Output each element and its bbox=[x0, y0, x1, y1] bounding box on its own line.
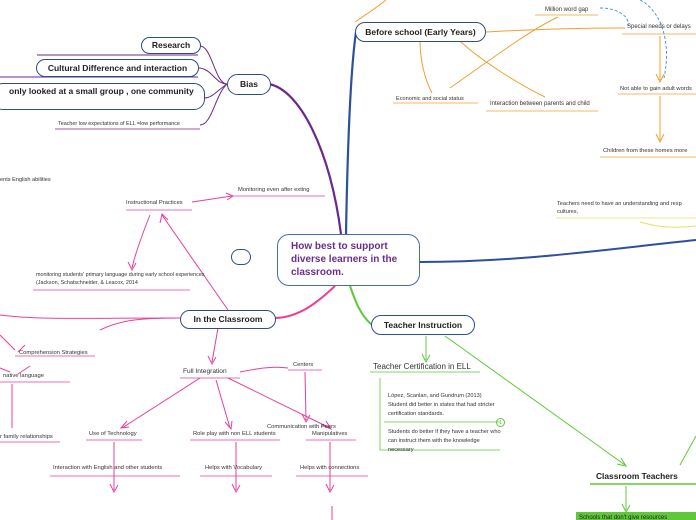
empty-topic-node[interactable] bbox=[231, 249, 251, 265]
classroom-teachers-text: Classroom Teachers bbox=[596, 471, 678, 481]
full-integration-text: Full Integration bbox=[183, 368, 227, 375]
helps-vocabulary-text: Helps with Vocabulary bbox=[205, 465, 263, 471]
teacher-certification-text: Teacher Certification in ELL bbox=[373, 362, 471, 371]
economic-status-text: Economic and social status bbox=[396, 96, 464, 102]
note-badge[interactable]: 1 bbox=[496, 418, 505, 427]
cultural-difference-node[interactable]: Cultural Difference and interaction bbox=[36, 59, 199, 77]
role-play-text: Role play with non ELL students bbox=[193, 431, 276, 437]
english-abilities-text: ents English abilities bbox=[0, 177, 51, 183]
native-language-text: native language bbox=[3, 373, 44, 379]
special-needs-text: Special needs or delays bbox=[627, 24, 691, 30]
instructional-practices-text: Instructional Practices bbox=[126, 200, 183, 206]
teacher-instruction-node[interactable]: Teacher Instruction bbox=[371, 315, 475, 335]
monitoring-even-after-text: Monitoring even after exting bbox=[238, 187, 310, 193]
bias-node[interactable]: Bias bbox=[227, 74, 271, 95]
central-topic[interactable]: How best to support diverse learners in … bbox=[277, 234, 420, 286]
teachers-need-text: Teachers need to have an understanding a… bbox=[557, 201, 682, 207]
centers-text: Centers bbox=[293, 362, 314, 368]
manipulatives-text: Manipulatives bbox=[312, 431, 348, 437]
children-homes-text: Children from these homes more bbox=[603, 148, 688, 154]
monitoring-primary-language-text: monitoring students' primary language du… bbox=[36, 272, 205, 286]
in-classroom-node[interactable]: In the Classroom bbox=[180, 310, 276, 329]
communication-peers-text: Communication with Peers bbox=[267, 424, 336, 430]
use-technology-text: Use of Technology bbox=[89, 431, 137, 437]
lopez-study-text: López, Scanlan, and Gundrum (2013) Stude… bbox=[388, 393, 495, 417]
interaction-english-text: Interaction with English and other stude… bbox=[53, 465, 163, 471]
teacher-low-expectations-text: Teacher low expectations of ELL =low per… bbox=[58, 121, 180, 127]
cultures-text: cultures, bbox=[557, 209, 579, 215]
comprehension-strategies-text: Comprehension Strategies bbox=[19, 350, 88, 356]
family-relationships-text: r family relationships bbox=[0, 434, 53, 440]
schools-resources-node[interactable]: Schools that don't give resources bbox=[576, 512, 696, 520]
not-able-adult-words-text: Not able to gain adult words bbox=[620, 86, 692, 92]
interaction-parents-text: Interaction between parents and child bbox=[490, 101, 590, 107]
small-group-node[interactable]: only looked at a small group , one commu… bbox=[0, 83, 205, 110]
research-node[interactable]: Research bbox=[141, 37, 201, 54]
before-school-node[interactable]: Before school (Early Years) bbox=[355, 22, 486, 42]
students-better-text: Students do better if they have a teache… bbox=[388, 429, 501, 453]
helps-connections-text: Helps with connections bbox=[300, 465, 360, 471]
million-word-gap-text: Million word gap bbox=[545, 7, 589, 13]
